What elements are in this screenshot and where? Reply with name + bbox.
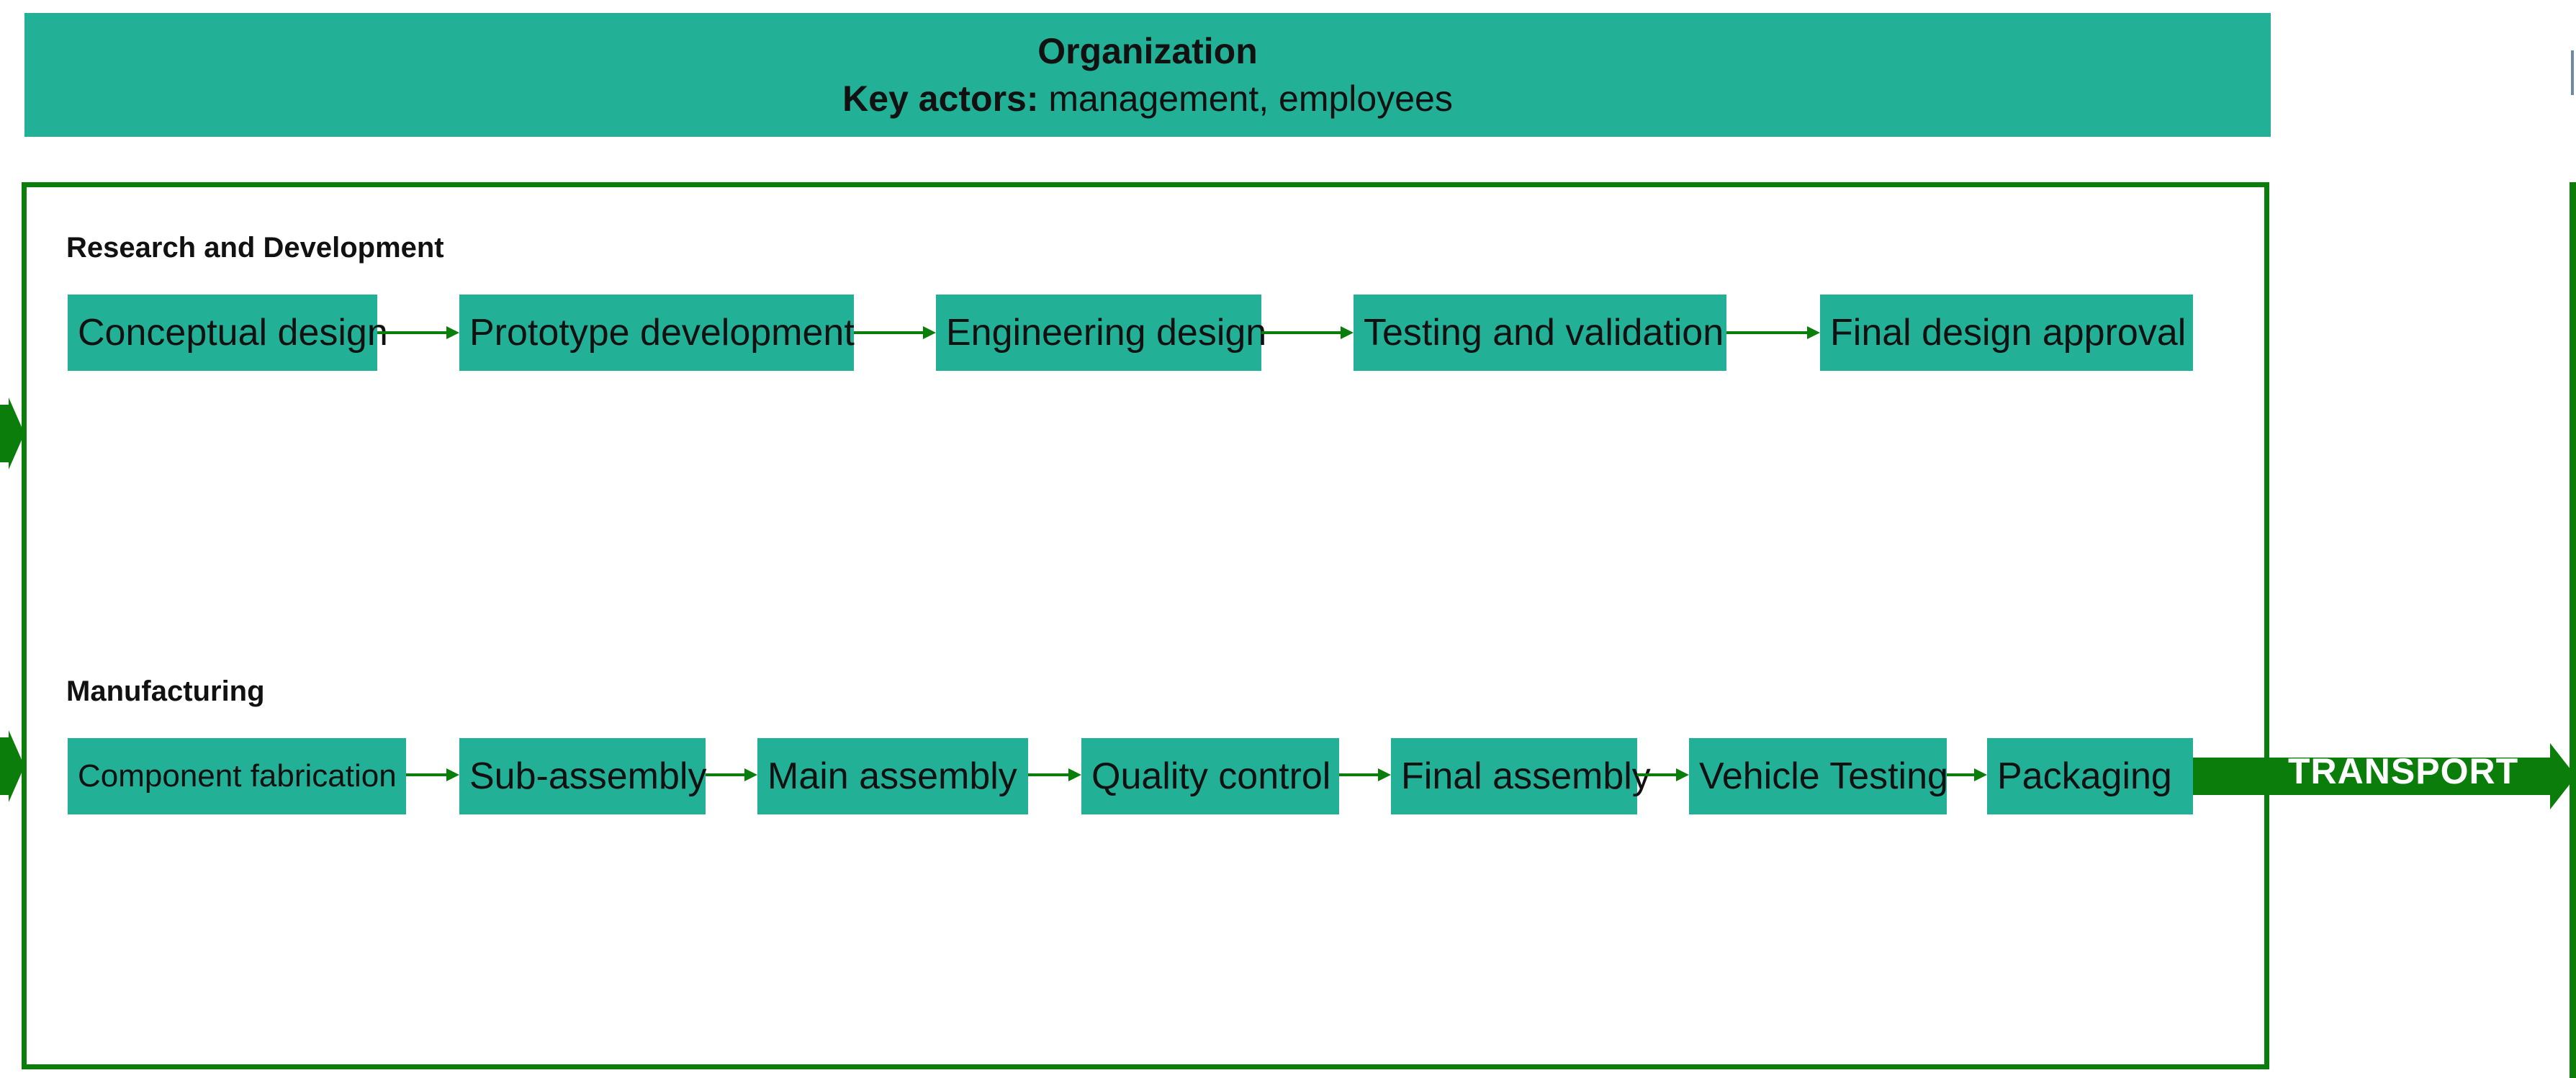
mfg-step-vehicle-testing: Vehicle Testing [1689, 738, 1948, 814]
rnd-connector-2 [854, 326, 936, 339]
rnd-entry-arrow [0, 397, 24, 470]
rnd-step-testing-validation: Testing and validation [1354, 295, 1726, 371]
rnd-connector-4 [1726, 326, 1820, 339]
mfg-step-final-assembly: Final assembly [1391, 738, 1651, 814]
mfg-connector-4 [1339, 768, 1391, 781]
rnd-step-prototype-development: Prototype development [459, 295, 855, 371]
manufacturing-section-label: Manufacturing [66, 675, 265, 707]
transport-arrow [2193, 743, 2576, 809]
rnd-step-engineering-design: Engineering design [936, 295, 1266, 371]
organization-header: Organization Key actors: management, emp… [24, 13, 2271, 137]
rnd-step-final-design-approval: Final design approval [1820, 295, 2193, 371]
mfg-connector-2 [706, 768, 757, 781]
next-frame-edge [2570, 182, 2576, 1078]
manufacturing-entry-arrow [0, 730, 24, 802]
key-actors-label: Key actors: [842, 78, 1039, 119]
rnd-step-conceptual-design: Conceptual design [68, 295, 388, 371]
mfg-step-quality-control: Quality control [1081, 738, 1339, 814]
mfg-step-packaging: Packaging [1987, 738, 2193, 814]
mfg-step-component-fabrication: Component fabrication [68, 738, 406, 814]
mfg-step-sub-assembly: Sub-assembly [459, 738, 706, 814]
organization-frame [22, 182, 2269, 1069]
mfg-connector-5 [1637, 768, 1689, 781]
rnd-connector-3 [1261, 326, 1354, 339]
mfg-connector-1 [406, 768, 459, 781]
mfg-step-main-assembly: Main assembly [757, 738, 1028, 814]
next-header-edge [2571, 50, 2574, 95]
mfg-connector-3 [1028, 768, 1081, 781]
header-title: Organization [1037, 31, 1258, 71]
key-actors-value: management, employees [1038, 78, 1453, 119]
key-actors-line: Key actors: management, employees [842, 75, 1453, 122]
rnd-section-label: Research and Development [66, 232, 444, 264]
mfg-connector-6 [1947, 768, 1987, 781]
rnd-connector-1 [377, 326, 459, 339]
transport-label: TRANSPORT [2288, 751, 2519, 791]
